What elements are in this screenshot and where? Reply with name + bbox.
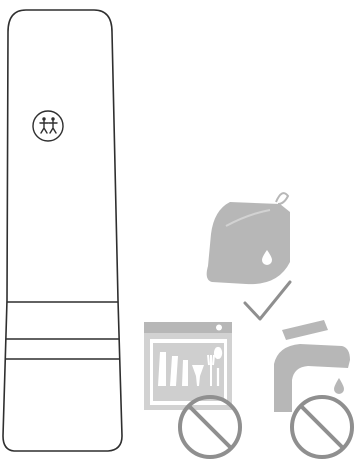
checkmark-icon [245,282,290,319]
cloth-hang-loop [276,193,288,204]
mill-body-outline [3,10,122,451]
cloth-shape [207,202,290,284]
dishwasher-knob [216,325,222,331]
utensil-knife-3 [182,360,188,386]
logo-ring [33,111,63,141]
tap-water-drop [334,378,344,394]
twin-figures-logo [33,111,63,141]
logo-figure-left-head [42,117,45,120]
tap-handle [282,320,328,340]
prohibition-icon [292,397,352,457]
logo-figure-right-head [51,117,54,120]
damp-cloth-wipe-icon [207,193,290,284]
electric-mill-outline [3,10,122,451]
